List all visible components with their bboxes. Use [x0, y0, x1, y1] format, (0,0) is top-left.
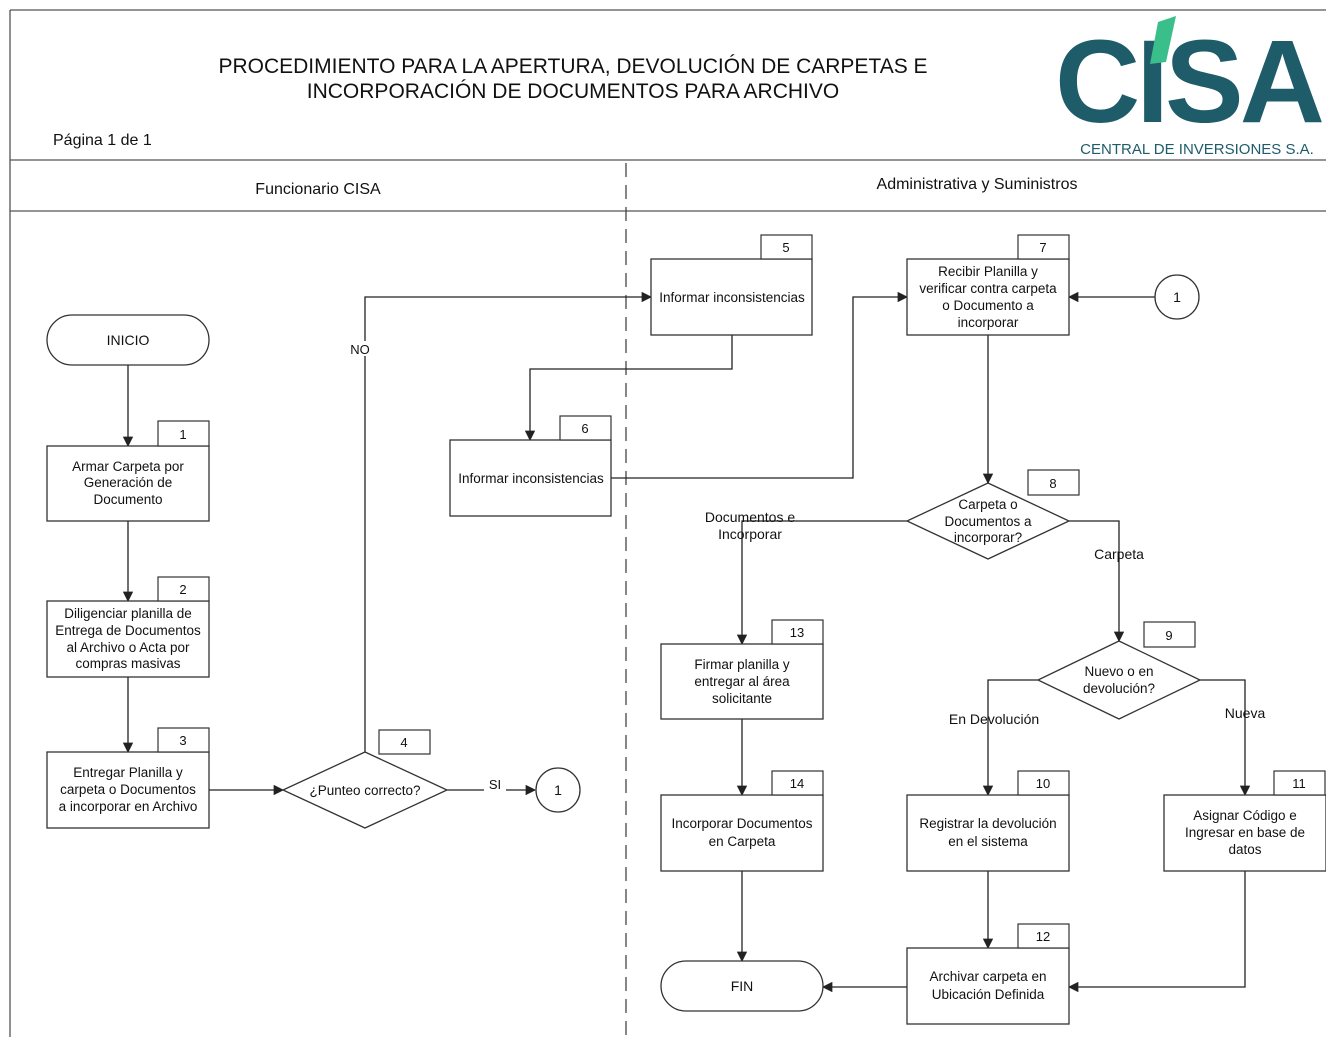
step-11-number: 11	[1292, 776, 1306, 791]
end-terminal: FIN	[660, 960, 824, 1012]
edge-label-carpeta: Carpeta	[1094, 546, 1144, 562]
step-14: 14 Incorporar Documentos en Carpeta	[660, 770, 824, 872]
title-line-2: INCORPORACIÓN DE DOCUMENTOS PARA ARCHIVO	[307, 80, 839, 103]
connector-1-right-label: 1	[1173, 289, 1181, 305]
step-11-label: Asignar Código e	[1193, 808, 1297, 823]
step-10-number: 10	[1036, 776, 1050, 791]
step-12-number: 12	[1036, 929, 1050, 944]
logo-text: CISA	[1055, 16, 1323, 148]
page-frame	[9, 9, 1326, 1037]
step-12-label: Ubicación Definida	[932, 987, 1045, 1002]
step-6-number: 6	[581, 421, 588, 436]
step-3-label: carpeta o Documentos	[60, 782, 196, 797]
offpage-connector-1: 1	[535, 767, 581, 813]
step-1-label: Armar Carpeta por	[72, 459, 184, 474]
step-13-label: Firmar planilla y	[694, 657, 790, 672]
cisa-logo: CISA CENTRAL DE INVERSIONES S.A.	[1055, 16, 1326, 158]
step-10: 10 Registrar la devolución en el sistema	[906, 770, 1070, 872]
step-11-label: Ingresar en base de	[1185, 825, 1305, 840]
end-terminal-label: FIN	[731, 978, 754, 994]
decision-9-number: 9	[1165, 628, 1172, 643]
step-5-label: Informar inconsistencias	[659, 290, 805, 305]
edge-label-documentos-2: Incorporar	[718, 526, 782, 542]
title-line-1: PROCEDIMIENTO PARA LA APERTURA, DEVOLUCI…	[218, 55, 927, 78]
decision-4-number: 4	[400, 735, 407, 750]
decision-9-label: Nuevo o en	[1084, 664, 1153, 679]
decision-8-number: 8	[1049, 476, 1056, 491]
start-terminal-label: INICIO	[107, 332, 150, 348]
step-1-number: 1	[179, 427, 186, 442]
logo-accent-mark	[1150, 16, 1176, 64]
page-info: Página 1 de 1	[53, 132, 152, 149]
step-5: 5 Informar inconsistencias	[650, 234, 813, 336]
step-10-label: Registrar la devolución	[919, 816, 1056, 831]
edge-label-no: NO	[350, 342, 370, 357]
decision-8-label: Carpeta o	[958, 497, 1017, 512]
step-7-label: o Documento a	[942, 298, 1034, 313]
step-13: 13 Firmar planilla y entregar al área so…	[660, 619, 824, 720]
step-12-label: Archivar carpeta en	[929, 969, 1046, 984]
decision-8-label: incorporar?	[954, 530, 1022, 545]
edge-label-en-devolucion: En Devolución	[949, 711, 1039, 727]
step-7-label: verificar contra carpeta	[919, 281, 1057, 296]
step-1-label: Documento	[93, 492, 162, 507]
lane-header-left: Funcionario CISA	[255, 181, 381, 198]
step-14-label: Incorporar Documentos	[671, 816, 812, 831]
step-11-label: datos	[1228, 842, 1261, 857]
decision-8: 8 Carpeta o Documentos a incorporar?	[905, 469, 1080, 560]
decision-4-label: ¿Punteo correcto?	[309, 783, 420, 798]
step-2-label: compras masivas	[75, 656, 180, 671]
step-13-number: 13	[790, 625, 804, 640]
step-2-number: 2	[179, 582, 186, 597]
step-7-label: incorporar	[958, 315, 1019, 330]
edge-label-si: SI	[489, 777, 501, 792]
step-6: 6 Informar inconsistencias	[449, 415, 612, 517]
step-3-label: Entregar Planilla y	[73, 765, 183, 780]
lane-header-right: Administrativa y Suministros	[877, 176, 1078, 193]
decision-9-label: devolución?	[1083, 681, 1155, 696]
step-2: 2 Diligenciar planilla de Entrega de Doc…	[46, 576, 210, 678]
step-5-number: 5	[782, 240, 789, 255]
step-11: 11 Asignar Código e Ingresar en base de …	[1163, 770, 1326, 872]
step-2-label: Entrega de Documentos	[55, 623, 201, 638]
edges	[122, 291, 1251, 993]
step-6-label: Informar inconsistencias	[458, 471, 604, 486]
logo-subtitle: CENTRAL DE INVERSIONES S.A.	[1080, 141, 1314, 158]
step-3: 3 Entregar Planilla y carpeta o Document…	[46, 727, 210, 829]
step-2-label: Diligenciar planilla de	[64, 606, 192, 621]
decision-8-label: Documentos a	[944, 514, 1032, 529]
step-13-label: entregar al área	[694, 674, 790, 689]
step-1: 1 Armar Carpeta por Generación de Docume…	[46, 420, 210, 522]
offpage-connector-1-right: 1	[1154, 274, 1200, 320]
step-3-label: a incorporar en Archivo	[59, 799, 198, 814]
step-10-label: en el sistema	[948, 834, 1028, 849]
step-2-label: al Archivo o Acta por	[66, 640, 190, 655]
decision-4: 4 ¿Punteo correcto?	[281, 729, 449, 829]
decision-9: 9 Nuevo o en devolución?	[1036, 621, 1202, 720]
connector-1-label: 1	[554, 782, 562, 798]
start-terminal: INICIO	[46, 314, 210, 366]
step-1-label: Generación de	[84, 475, 173, 490]
step-13-label: solicitante	[712, 691, 772, 706]
step-14-label: en Carpeta	[709, 834, 776, 849]
edge-label-nueva: Nueva	[1225, 705, 1266, 721]
step-14-number: 14	[790, 776, 804, 791]
step-7-label: Recibir Planilla y	[938, 264, 1038, 279]
step-3-number: 3	[179, 733, 186, 748]
step-12: 12 Archivar carpeta en Ubicación Definid…	[906, 923, 1070, 1025]
edge-label-documentos-1: Documentos e	[705, 509, 795, 525]
step-7: 7 Recibir Planilla y verificar contra ca…	[906, 234, 1070, 336]
step-7-number: 7	[1039, 240, 1046, 255]
